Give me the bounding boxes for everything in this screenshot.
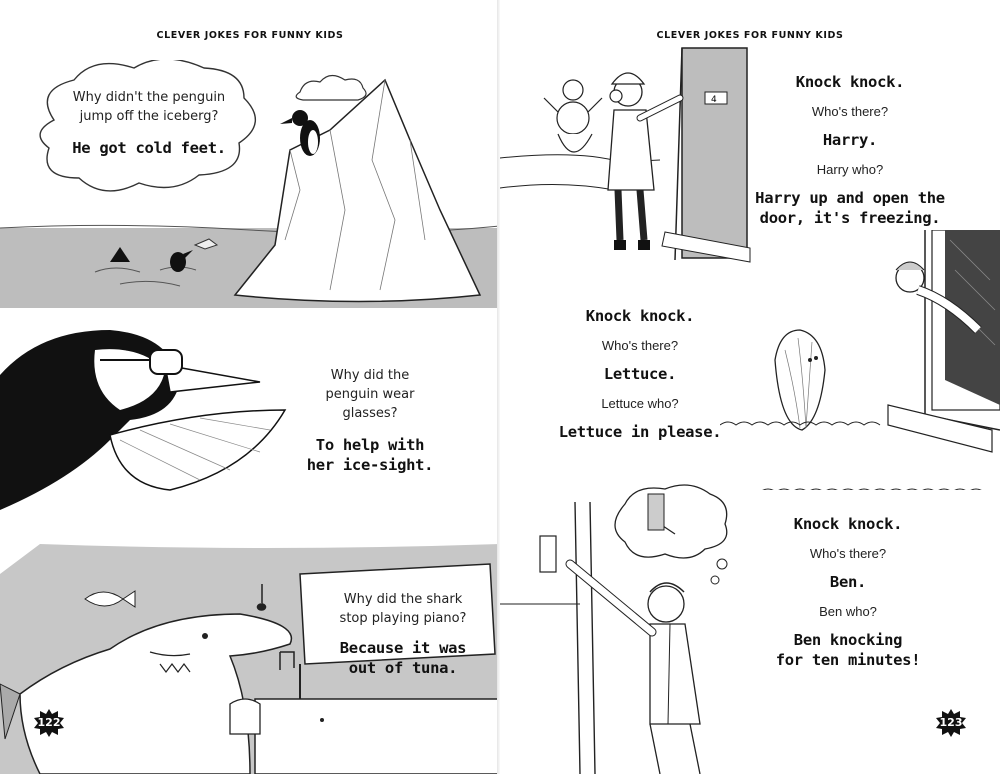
knock-knock-ben: Knock knock. Who's there? Ben. Ben who? … xyxy=(748,514,948,680)
door-number: 4 xyxy=(711,95,717,105)
joke-shark: Why did the shark stop playing piano? Be… xyxy=(318,590,488,678)
lettuce-at-window-illustration xyxy=(720,230,1000,490)
knock-line: Knock knock. xyxy=(795,73,905,91)
question-line: penguin wear xyxy=(325,387,415,402)
question-line: Why didn't the penguin xyxy=(72,90,226,105)
joke-iceberg: Why didn't the penguin jump off the iceb… xyxy=(44,88,254,158)
knock-knock-harry: Knock knock. Who's there? Harry. Harry w… xyxy=(750,72,950,238)
question-line: glasses? xyxy=(342,406,398,421)
running-head-left: CLEVER JOKES FOR FUNNY KIDS xyxy=(156,30,344,41)
ben-knocking-illustration xyxy=(500,484,728,774)
who-line: Ben who? xyxy=(819,604,877,619)
speech-cloud xyxy=(39,60,256,192)
punchline-line: for ten minutes! xyxy=(775,651,921,669)
joke-glasses: Why did the penguin wear glasses? To hel… xyxy=(300,366,440,475)
whos-there-line: Who's there? xyxy=(809,546,887,561)
page-number-text: 122 xyxy=(37,716,61,729)
punchline-line: Lettuce in please. xyxy=(558,423,722,441)
question-line: stop playing piano? xyxy=(339,611,467,626)
answer-line: out of tuna. xyxy=(348,659,458,677)
knock-knock-lettuce: Knock knock. Who's there? Lettuce. Lettu… xyxy=(540,306,740,452)
answer-line: her ice-sight. xyxy=(306,456,434,474)
page-number-left: 122 xyxy=(34,708,64,738)
question-line: jump off the iceberg? xyxy=(79,109,219,124)
punchline-line: Ben knocking xyxy=(793,631,903,649)
punchline-line: door, it's freezing. xyxy=(759,209,941,227)
question-line: Why did the shark xyxy=(343,592,463,607)
knock-line: Knock knock. xyxy=(585,307,695,325)
who-line: Harry who? xyxy=(816,162,884,177)
knock-line: Knock knock. xyxy=(793,515,903,533)
page-number-right: 123 xyxy=(936,708,966,738)
iceberg-scene-illustration xyxy=(0,74,500,308)
who-line: Lettuce who? xyxy=(601,396,679,411)
shark-piano-illustration xyxy=(0,544,500,774)
punchline-line: Harry up and open the xyxy=(755,189,945,207)
right-page: CLEVER JOKES FOR FUNNY KIDS 4 Knock knoc… xyxy=(500,0,1000,774)
ink-splat-icon xyxy=(936,709,966,737)
name-line: Harry. xyxy=(822,131,878,149)
harry-at-door-illustration: 4 xyxy=(500,47,751,263)
left-page: CLEVER JOKES FOR FUNNY KIDS Why didn't t… xyxy=(0,30,500,774)
answer: He got cold feet. xyxy=(72,139,226,157)
question-line: Why did the xyxy=(330,368,410,383)
whos-there-line: Who's there? xyxy=(601,338,679,353)
name-line: Ben. xyxy=(829,573,867,591)
page-number-text: 123 xyxy=(939,716,963,729)
ink-splat-icon xyxy=(34,709,64,737)
answer-line: Because it was xyxy=(339,639,467,657)
whos-there-line: Who's there? xyxy=(811,104,889,119)
running-head-right: CLEVER JOKES FOR FUNNY KIDS xyxy=(656,30,844,41)
answer-line: To help with xyxy=(315,436,425,454)
penguin-with-glasses-illustration xyxy=(0,330,287,510)
name-line: Lettuce. xyxy=(603,365,677,383)
